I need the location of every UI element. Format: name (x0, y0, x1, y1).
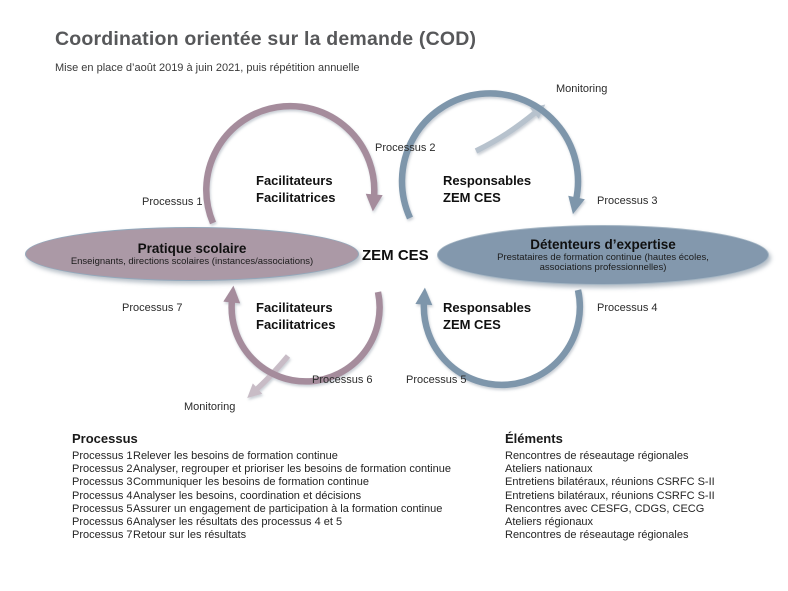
label-monitoring-top: Monitoring (556, 83, 608, 95)
legend-row-processus-1: Processus 1 Relever les besoins de forma… (72, 450, 472, 463)
legend-row-processus-3: Processus 3 Communiquer les besoins de f… (72, 476, 472, 489)
legend-row-label: Processus 2 (72, 463, 133, 476)
label-facilitateurs-top-line2: Facilitatrices (256, 190, 336, 205)
label-processus-7: Processus 7 (122, 302, 183, 314)
legend-element-item: Rencontres de réseautage régionales (505, 529, 689, 542)
label-facilitateurs-bottom: Facilitateurs Facilitatrices (256, 299, 336, 333)
legend-row-processus-4: Processus 4 Analyser les besoins, coordi… (72, 490, 472, 503)
label-processus-6: Processus 6 (312, 374, 373, 386)
legend-elements: Éléments Rencontres de réseautage région… (505, 431, 775, 542)
legend-row-processus-6: Processus 6 Analyser les résultats des p… (72, 516, 472, 529)
page-title: Coordination orientée sur la demande (CO… (55, 28, 477, 50)
monitoring-branch-top (474, 104, 546, 154)
legend-row-text: Analyser les besoins, coordination et dé… (133, 489, 362, 502)
practice-ellipse-subtitle: Enseignants, directions scolaires (insta… (70, 255, 314, 267)
arc-zemces-to-practice (223, 285, 383, 385)
legend-processus: Processus Processus 1 Relever les besoin… (72, 431, 472, 542)
label-facilitateurs-bottom-line2: Facilitatrices (256, 317, 336, 332)
label-processus-1: Processus 1 (142, 196, 203, 208)
arc-practice-to-zemces (203, 102, 383, 225)
legend-element-item: Entretiens bilatéraux, réunions CSRFC S-… (505, 476, 715, 489)
legend-row-text: Analyser les résultats des processus 4 e… (133, 516, 343, 529)
zem-ces-center-label: ZEM CES (362, 247, 429, 264)
expertise-ellipse-title: Détenteurs d’expertise (530, 236, 676, 252)
label-responsables-bottom-line2: ZEM CES (443, 317, 501, 332)
label-monitoring-bottom: Monitoring (184, 401, 236, 413)
label-facilitateurs-top: Facilitateurs Facilitatrices (256, 172, 336, 206)
label-facilitateurs-top-line1: Facilitateurs (256, 173, 333, 188)
legend-row-processus-7: Processus 7 Retour sur les résultats (72, 529, 472, 542)
arc-zemces-to-expertise (398, 90, 585, 220)
practice-ellipse: Pratique scolaire Enseignants, direction… (25, 227, 359, 281)
legend-row-label: Processus 3 (72, 476, 133, 489)
legend-row-text: Retour sur les résultats (133, 529, 247, 542)
label-responsables-bottom-line1: Responsables (443, 300, 532, 315)
label-processus-2: Processus 2 (375, 142, 436, 154)
label-processus-4: Processus 4 (597, 302, 658, 314)
label-responsables-top-line1: Responsables (443, 173, 532, 188)
legend-row-text: Relever les besoins de formation continu… (133, 450, 338, 462)
legend-row-processus-5: Processus 5 Assurer un engagement de par… (72, 503, 472, 516)
arc-expertise-to-zemces (415, 287, 584, 389)
legend-element-item: Ateliers nationaux (505, 463, 593, 476)
legend-row-label: Processus 6 (72, 516, 133, 529)
expertise-ellipse-subtitle: Prestataires de formation continue (haut… (497, 251, 709, 273)
label-responsables-top: Responsables ZEM CES (443, 172, 531, 206)
legend-element-item: Entretiens bilatéraux, réunions CSRFC S-… (505, 489, 715, 502)
label-facilitateurs-bottom-line1: Facilitateurs (256, 300, 333, 315)
legend-row-label: Processus 5 (72, 502, 133, 515)
label-processus-5: Processus 5 (406, 374, 467, 386)
expertise-ellipse: Détenteurs d’expertise Prestataires de f… (437, 225, 769, 285)
legend-processus-header: Processus (72, 431, 138, 446)
legend-element-item: Rencontres de réseautage régionales (505, 450, 689, 462)
legend-element-item: Rencontres avec CESFG, CDGS, CECG (505, 502, 705, 515)
legend-row-text: Analyser, regrouper et prioriser les bes… (133, 463, 451, 476)
legend-elements-header: Éléments (505, 431, 563, 446)
label-responsables-top-line2: ZEM CES (443, 190, 501, 205)
legend-row-text: Communiquer les besoins de formation con… (133, 476, 370, 489)
legend-row-text: Assurer un engagement de participation à… (133, 502, 443, 515)
legend-row-label: Processus 1 (72, 450, 133, 462)
legend-row-label: Processus 4 (72, 489, 133, 502)
label-responsables-bottom: Responsables ZEM CES (443, 299, 531, 333)
legend-row-label: Processus 7 (72, 529, 133, 542)
practice-ellipse-title: Pratique scolaire (137, 240, 247, 256)
page-subtitle: Mise en place d’août 2019 à juin 2021, p… (55, 62, 360, 74)
legend-row-processus-2: Processus 2 Analyser, regrouper et prior… (72, 463, 472, 476)
legend-element-item: Ateliers régionaux (505, 516, 594, 529)
label-processus-3: Processus 3 (597, 195, 658, 207)
